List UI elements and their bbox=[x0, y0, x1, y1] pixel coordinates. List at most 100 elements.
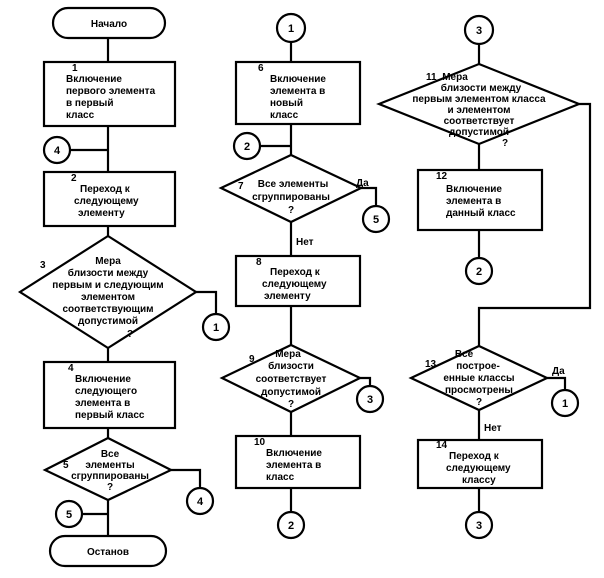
decision-5-number: 5 bbox=[63, 460, 69, 471]
decision-11-line-2: близости между bbox=[441, 82, 522, 94]
decision-5-line-3: сгруппированы bbox=[71, 471, 149, 482]
connector-col3-3-label: 3 bbox=[476, 25, 482, 37]
decision-13-line-4: просмотрены bbox=[445, 385, 513, 396]
connector-col2-1-label: 1 bbox=[288, 23, 294, 35]
decision-11-number: 11 bbox=[426, 72, 437, 83]
connector-col2-3: 3 bbox=[355, 384, 385, 414]
connector-col2-2b-label: 2 bbox=[288, 520, 294, 532]
decision-11-line-6: допустимой bbox=[449, 127, 509, 138]
decision-9-line-2: близости bbox=[268, 360, 314, 372]
decision-9: 9 Мера близости соответствует допустимой… bbox=[219, 343, 363, 414]
process-14-line-2: следующему bbox=[446, 463, 511, 474]
decision-3-line-7: ? bbox=[127, 329, 133, 340]
decision-13-line-5: ? bbox=[476, 397, 482, 408]
process-14-line-3: классу bbox=[462, 475, 496, 486]
process-2-number: 2 bbox=[71, 173, 77, 184]
connector-col3-3: 3 bbox=[463, 14, 495, 46]
decision-9-line-1: Мера bbox=[275, 349, 301, 360]
process-14-line-1: Переход к bbox=[449, 451, 500, 462]
decision-7-yes-label: Да bbox=[356, 178, 369, 189]
process-6-number: 6 bbox=[258, 63, 264, 74]
connector-col2-5-label: 5 bbox=[373, 214, 379, 226]
decision-13-number: 13 bbox=[425, 359, 437, 370]
decision-11-line-7: ? bbox=[502, 138, 508, 149]
terminal-start-label: Начало bbox=[91, 19, 127, 30]
decision-7-line-1: Все элементы bbox=[258, 179, 328, 190]
process-12: 12 Включение элемента в данный класс bbox=[416, 168, 544, 232]
process-8-line-1: Переход к bbox=[270, 267, 321, 278]
decision-3-number: 3 bbox=[40, 260, 46, 271]
process-4: 4 Включение следующего элемента в первый… bbox=[42, 360, 177, 430]
decision-7-no-label: Нет bbox=[296, 237, 314, 248]
process-2-line-3: элементу bbox=[78, 208, 125, 219]
process-4-line-4: первый класс bbox=[75, 410, 145, 421]
decision-5-line-2: элементы bbox=[85, 460, 134, 471]
process-6-line-4: класс bbox=[270, 110, 299, 121]
connector-col3-1-label: 1 bbox=[562, 398, 568, 410]
connector-col1-4-label: 4 bbox=[54, 145, 61, 157]
connector-col2-2-label: 2 bbox=[244, 141, 250, 153]
process-14: 14 Переход к следующему классу bbox=[416, 438, 544, 490]
connector-col3-2-label: 2 bbox=[476, 266, 482, 278]
decision-3-line-4: элементом bbox=[81, 292, 135, 303]
connector-col1-4b: 4 bbox=[185, 486, 215, 516]
process-4-line-1: Включение bbox=[75, 374, 131, 385]
decision-13-line-2: построе- bbox=[456, 361, 500, 372]
process-1: 1 Включение первого элемента в первый кл… bbox=[42, 60, 177, 128]
decision-13-line-3: енные классы bbox=[443, 373, 514, 384]
decision-13-no-label: Нет bbox=[484, 423, 502, 434]
decision-5-line-1: Все bbox=[101, 449, 120, 460]
process-8: 8 Переход к следующему элементу bbox=[234, 254, 362, 308]
connector-col2-1: 1 bbox=[275, 12, 307, 44]
decision-11-line-1: Мера bbox=[442, 72, 468, 83]
decision-11-line-5: соответствует bbox=[444, 116, 515, 127]
process-4-line-3: элемента в bbox=[75, 398, 130, 409]
connector-col1-4: 4 bbox=[42, 135, 72, 165]
decision-7-number: 7 bbox=[238, 181, 244, 192]
decision-3-line-1: Мера bbox=[95, 256, 121, 267]
decision-5-line-4: ? bbox=[107, 482, 113, 493]
process-12-line-1: Включение bbox=[446, 184, 502, 195]
decision-3-line-5: соответствующим bbox=[62, 304, 153, 315]
process-1-number: 1 bbox=[72, 63, 78, 74]
process-12-number: 12 bbox=[436, 171, 448, 182]
process-1-line-4: класс bbox=[66, 110, 95, 121]
process-8-line-3: элементу bbox=[264, 291, 311, 302]
decision-7-line-2: сгруппированы bbox=[252, 192, 330, 203]
process-10: 10 Включение элемента в класс bbox=[234, 434, 362, 490]
decision-9-line-5: ? bbox=[288, 399, 294, 410]
process-1-line-3: в первый bbox=[66, 98, 113, 109]
process-6-line-3: новый bbox=[270, 98, 303, 109]
terminal-start: Начало bbox=[51, 6, 167, 40]
decision-13: 13 Все построе- енные классы просмотрены… bbox=[408, 344, 550, 412]
connector-col3-2: 2 bbox=[464, 256, 494, 286]
terminal-stop: Останов bbox=[48, 534, 168, 568]
connector-col2-2b: 2 bbox=[276, 510, 306, 540]
decision-9-line-3: соответствует bbox=[256, 374, 327, 385]
decision-3: 3 Мера близости между первым и следующим… bbox=[17, 234, 199, 350]
connector-col1-4b-label: 4 bbox=[197, 496, 204, 508]
decision-9-line-4: допустимой bbox=[261, 387, 321, 398]
decision-3-line-3: первым и следующим bbox=[52, 280, 163, 291]
process-2: 2 Переход к следующему элементу bbox=[42, 170, 177, 228]
connector-col1-5: 5 bbox=[54, 499, 84, 529]
process-1-line-1: Включение bbox=[66, 74, 122, 85]
process-10-number: 10 bbox=[254, 437, 266, 448]
process-6: 6 Включение элемента в новый класс bbox=[234, 60, 362, 126]
connector-col3-1: 1 bbox=[550, 388, 580, 418]
terminal-stop-label: Останов bbox=[87, 547, 129, 558]
connector-col1-1: 1 bbox=[201, 312, 231, 342]
decision-3-line-2: близости между bbox=[68, 267, 149, 279]
process-6-line-2: элемента в bbox=[270, 86, 325, 97]
decision-7: 7 Все элементы сгруппированы ? bbox=[218, 153, 364, 224]
process-14-number: 14 bbox=[436, 440, 448, 451]
process-8-number: 8 bbox=[256, 257, 262, 268]
decision-3-line-6: допустимой bbox=[78, 316, 138, 327]
process-12-line-3: данный класс bbox=[446, 208, 516, 219]
process-2-line-1: Переход к bbox=[80, 184, 131, 195]
decision-9-number: 9 bbox=[249, 354, 255, 365]
connector-col2-2: 2 bbox=[232, 131, 262, 161]
connector-col1-5-label: 5 bbox=[66, 509, 72, 521]
process-8-line-2: следующему bbox=[262, 279, 327, 290]
